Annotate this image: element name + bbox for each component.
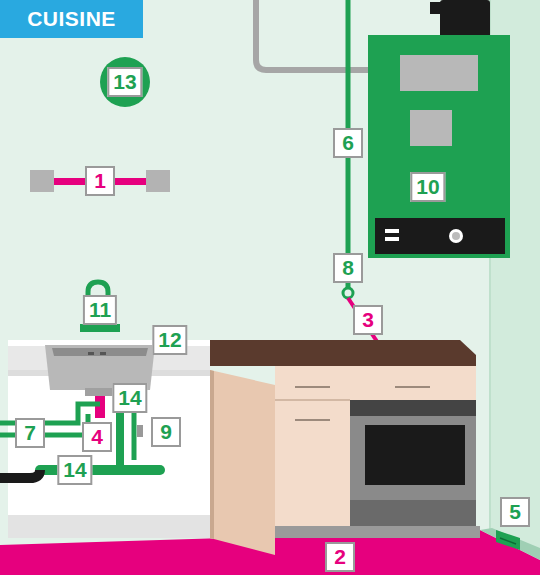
green-circle: [100, 57, 150, 107]
vent: [496, 530, 520, 550]
callout-number: 12: [152, 325, 187, 355]
chimney: [440, 0, 490, 38]
cabinet-interior: [8, 370, 210, 538]
title-tab: CUISINE: [0, 0, 143, 38]
callout-number: 6: [333, 128, 363, 158]
callout-number: 11: [83, 295, 117, 325]
cabinet-door: [210, 370, 275, 555]
waste-pipe: [0, 470, 40, 478]
callout-number: 7: [15, 418, 45, 448]
callout-number: 2: [325, 542, 355, 572]
callout-number: 14: [112, 383, 147, 413]
valve: [343, 288, 353, 298]
callout-number: 5: [500, 497, 530, 527]
callout-number: 3: [353, 305, 383, 335]
callout-number: 14: [57, 455, 92, 485]
oven: [350, 400, 476, 528]
callout-number: 10: [410, 172, 445, 202]
boiler: [368, 35, 510, 258]
drain: [95, 396, 105, 418]
callout-number: 1: [85, 166, 115, 196]
callout-number: 8: [333, 253, 363, 283]
cabinet: [275, 366, 350, 528]
callout-number: 13: [107, 67, 142, 97]
worktop: [200, 340, 476, 366]
gray-pipe: [256, 0, 370, 70]
callout-number: 9: [151, 417, 181, 447]
callout-number: 4: [82, 422, 112, 452]
